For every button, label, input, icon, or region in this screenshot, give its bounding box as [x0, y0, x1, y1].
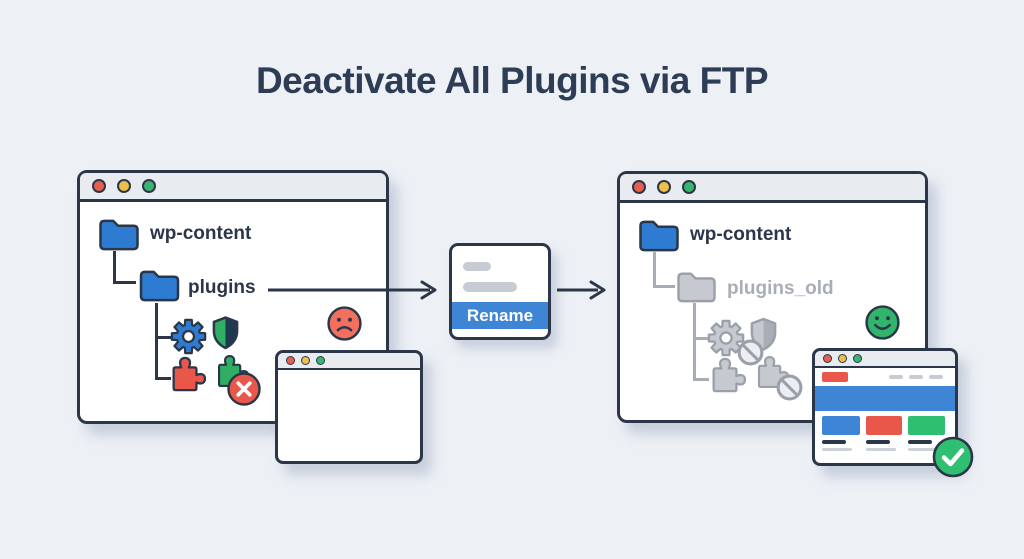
close-dot-icon: [92, 179, 106, 193]
tree-connector: [155, 377, 171, 380]
text-line-placeholder: [463, 282, 517, 292]
card-text-placeholder: [822, 448, 852, 451]
maximize-dot-icon: [682, 180, 696, 194]
tree-connector: [653, 285, 675, 288]
arrow-right-icon: [557, 280, 606, 300]
folder-icon: [139, 270, 180, 302]
maximize-dot-icon: [316, 356, 325, 365]
site-preview-titlebar: [278, 353, 420, 370]
text-line-placeholder: [463, 262, 491, 271]
minimize-dot-icon: [838, 354, 847, 363]
close-dot-icon: [286, 356, 295, 365]
card-text-placeholder: [908, 448, 936, 451]
tree-connector: [693, 378, 709, 381]
content-card-block: [866, 416, 902, 435]
hero-banner-block: [815, 386, 955, 411]
folder-label-child: plugins_old: [727, 278, 834, 299]
tree-connector: [693, 337, 709, 340]
puzzle-icon-red: [172, 356, 206, 392]
site-logo-block: [822, 372, 848, 382]
check-badge-icon: [932, 436, 974, 478]
rename-action-card: Rename: [449, 243, 551, 340]
sad-face-icon: [327, 306, 362, 341]
content-card-block: [908, 416, 945, 435]
window-before-titlebar: [80, 173, 386, 202]
card-text-placeholder: [866, 448, 896, 451]
minimize-dot-icon: [301, 356, 310, 365]
folder-label-root: wp-content: [690, 224, 792, 245]
tree-connector: [155, 336, 171, 339]
shield-icon: [212, 316, 239, 350]
puzzle-icon-disabled: [712, 357, 746, 393]
site-preview-blank-window: [275, 350, 423, 464]
folder-label-child: plugins: [188, 277, 256, 298]
close-dot-icon: [632, 180, 646, 194]
gear-icon: [170, 318, 207, 355]
folder-label-root: wp-content: [150, 223, 252, 244]
folder-icon: [99, 219, 139, 251]
tree-connector: [693, 303, 696, 381]
happy-face-icon: [865, 305, 900, 340]
prohibition-badge-icon: [776, 374, 803, 401]
close-dot-icon: [823, 354, 832, 363]
gear-icon-disabled: [707, 319, 745, 357]
content-card-block: [822, 416, 860, 435]
nav-link-placeholder: [889, 375, 903, 379]
maximize-dot-icon: [142, 179, 156, 193]
arrow-right-icon: [268, 280, 437, 300]
card-title-placeholder: [822, 440, 846, 444]
folder-icon: [639, 220, 679, 252]
site-preview-healthy-window: [812, 348, 958, 466]
page-title: Deactivate All Plugins via FTP: [255, 60, 769, 101]
tree-connector: [653, 252, 656, 288]
card-title-placeholder: [866, 440, 890, 444]
window-after-titlebar: [620, 174, 925, 203]
folder-icon-disabled: [677, 272, 716, 303]
prohibition-badge-icon: [737, 339, 764, 366]
tree-connector: [155, 303, 158, 380]
error-x-badge-icon: [227, 372, 261, 406]
nav-link-placeholder: [909, 375, 923, 379]
rename-label: Rename: [452, 302, 548, 329]
tree-connector: [113, 281, 136, 284]
maximize-dot-icon: [853, 354, 862, 363]
site-preview-titlebar: [815, 351, 955, 368]
tree-connector: [113, 251, 116, 284]
minimize-dot-icon: [657, 180, 671, 194]
nav-link-placeholder: [929, 375, 943, 379]
minimize-dot-icon: [117, 179, 131, 193]
card-title-placeholder: [908, 440, 932, 444]
window-before: wp-content plugins: [77, 170, 389, 424]
